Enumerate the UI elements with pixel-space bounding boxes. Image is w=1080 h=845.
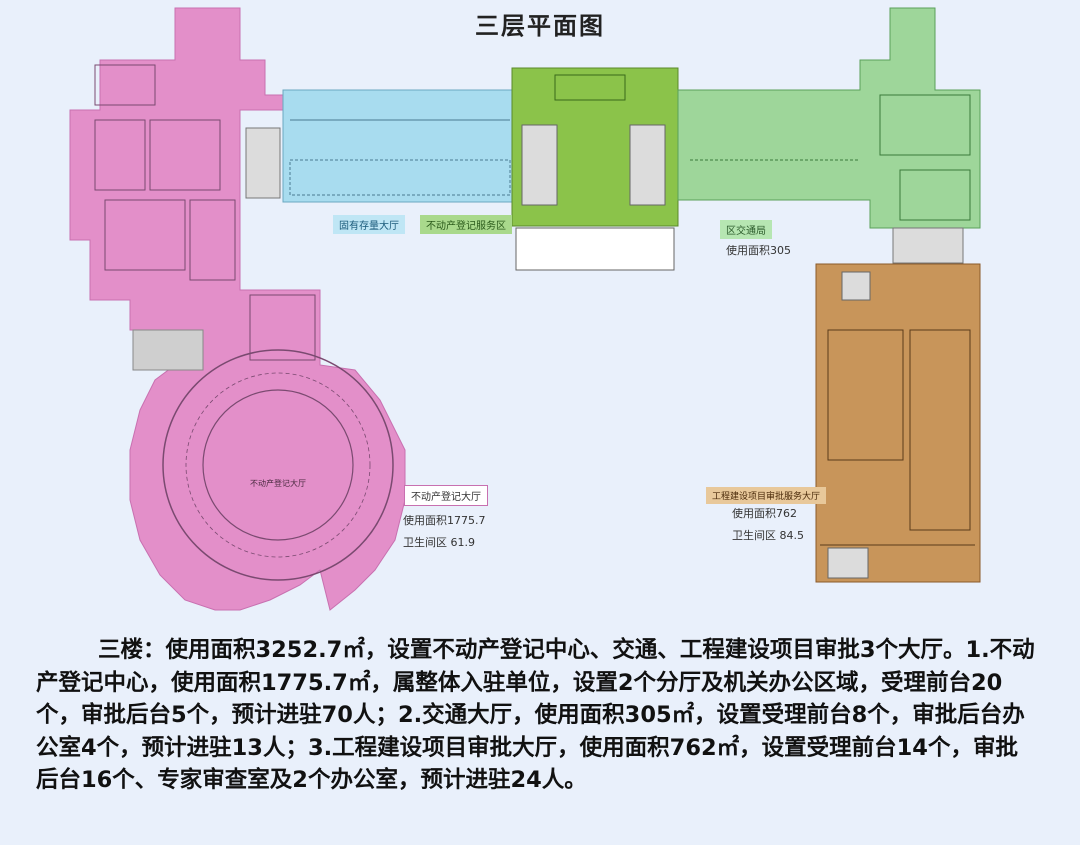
floor-description: 三楼：使用面积3252.7㎡，设置不动产登记中心、交通、工程建设项目审批3个大厅…: [36, 637, 1035, 793]
service-area-label: 不动产登记服务区: [420, 215, 512, 234]
real-estate-name-label: 不动产登记大厅: [404, 485, 488, 506]
existing-hall-block: [282, 89, 516, 203]
zone-existing-hall: [245, 89, 516, 203]
existing-hall-label: 固有存量大厅: [333, 215, 405, 234]
zone-engineering: [815, 263, 981, 583]
real-estate-restroom-label: 卫生间区 61.9: [403, 536, 475, 549]
rotunda-ring: [185, 372, 371, 558]
rotunda-inner-ring: [202, 389, 354, 541]
stair-block-top: [245, 127, 281, 199]
stair-block-left: [132, 329, 204, 371]
real-estate-block: [69, 7, 406, 611]
engineering-area-label: 使用面积762: [732, 507, 797, 520]
transport-block: [677, 7, 981, 229]
engineering-restroom-label: 卫生间区 84.5: [732, 529, 804, 542]
zone-real-estate: [69, 7, 406, 611]
transport-area-label: 使用面积305: [726, 244, 791, 257]
real-estate-area-label: 使用面积1775.7: [403, 514, 486, 527]
real-estate-center-label: 不动产登记大厅: [250, 479, 306, 488]
zone-transport: [677, 7, 981, 264]
engineering-name-label: 工程建设项目审批服务大厅: [706, 487, 827, 504]
engineering-block: [815, 263, 981, 583]
floor-plan-diagram: [69, 7, 981, 611]
page-title: 三层平面图: [475, 12, 605, 40]
transport-name-label: 区交通局: [720, 220, 772, 239]
rotunda-outer-ring: [162, 349, 394, 581]
stair-block-right: [892, 227, 964, 264]
zone-green-core: [511, 67, 679, 271]
